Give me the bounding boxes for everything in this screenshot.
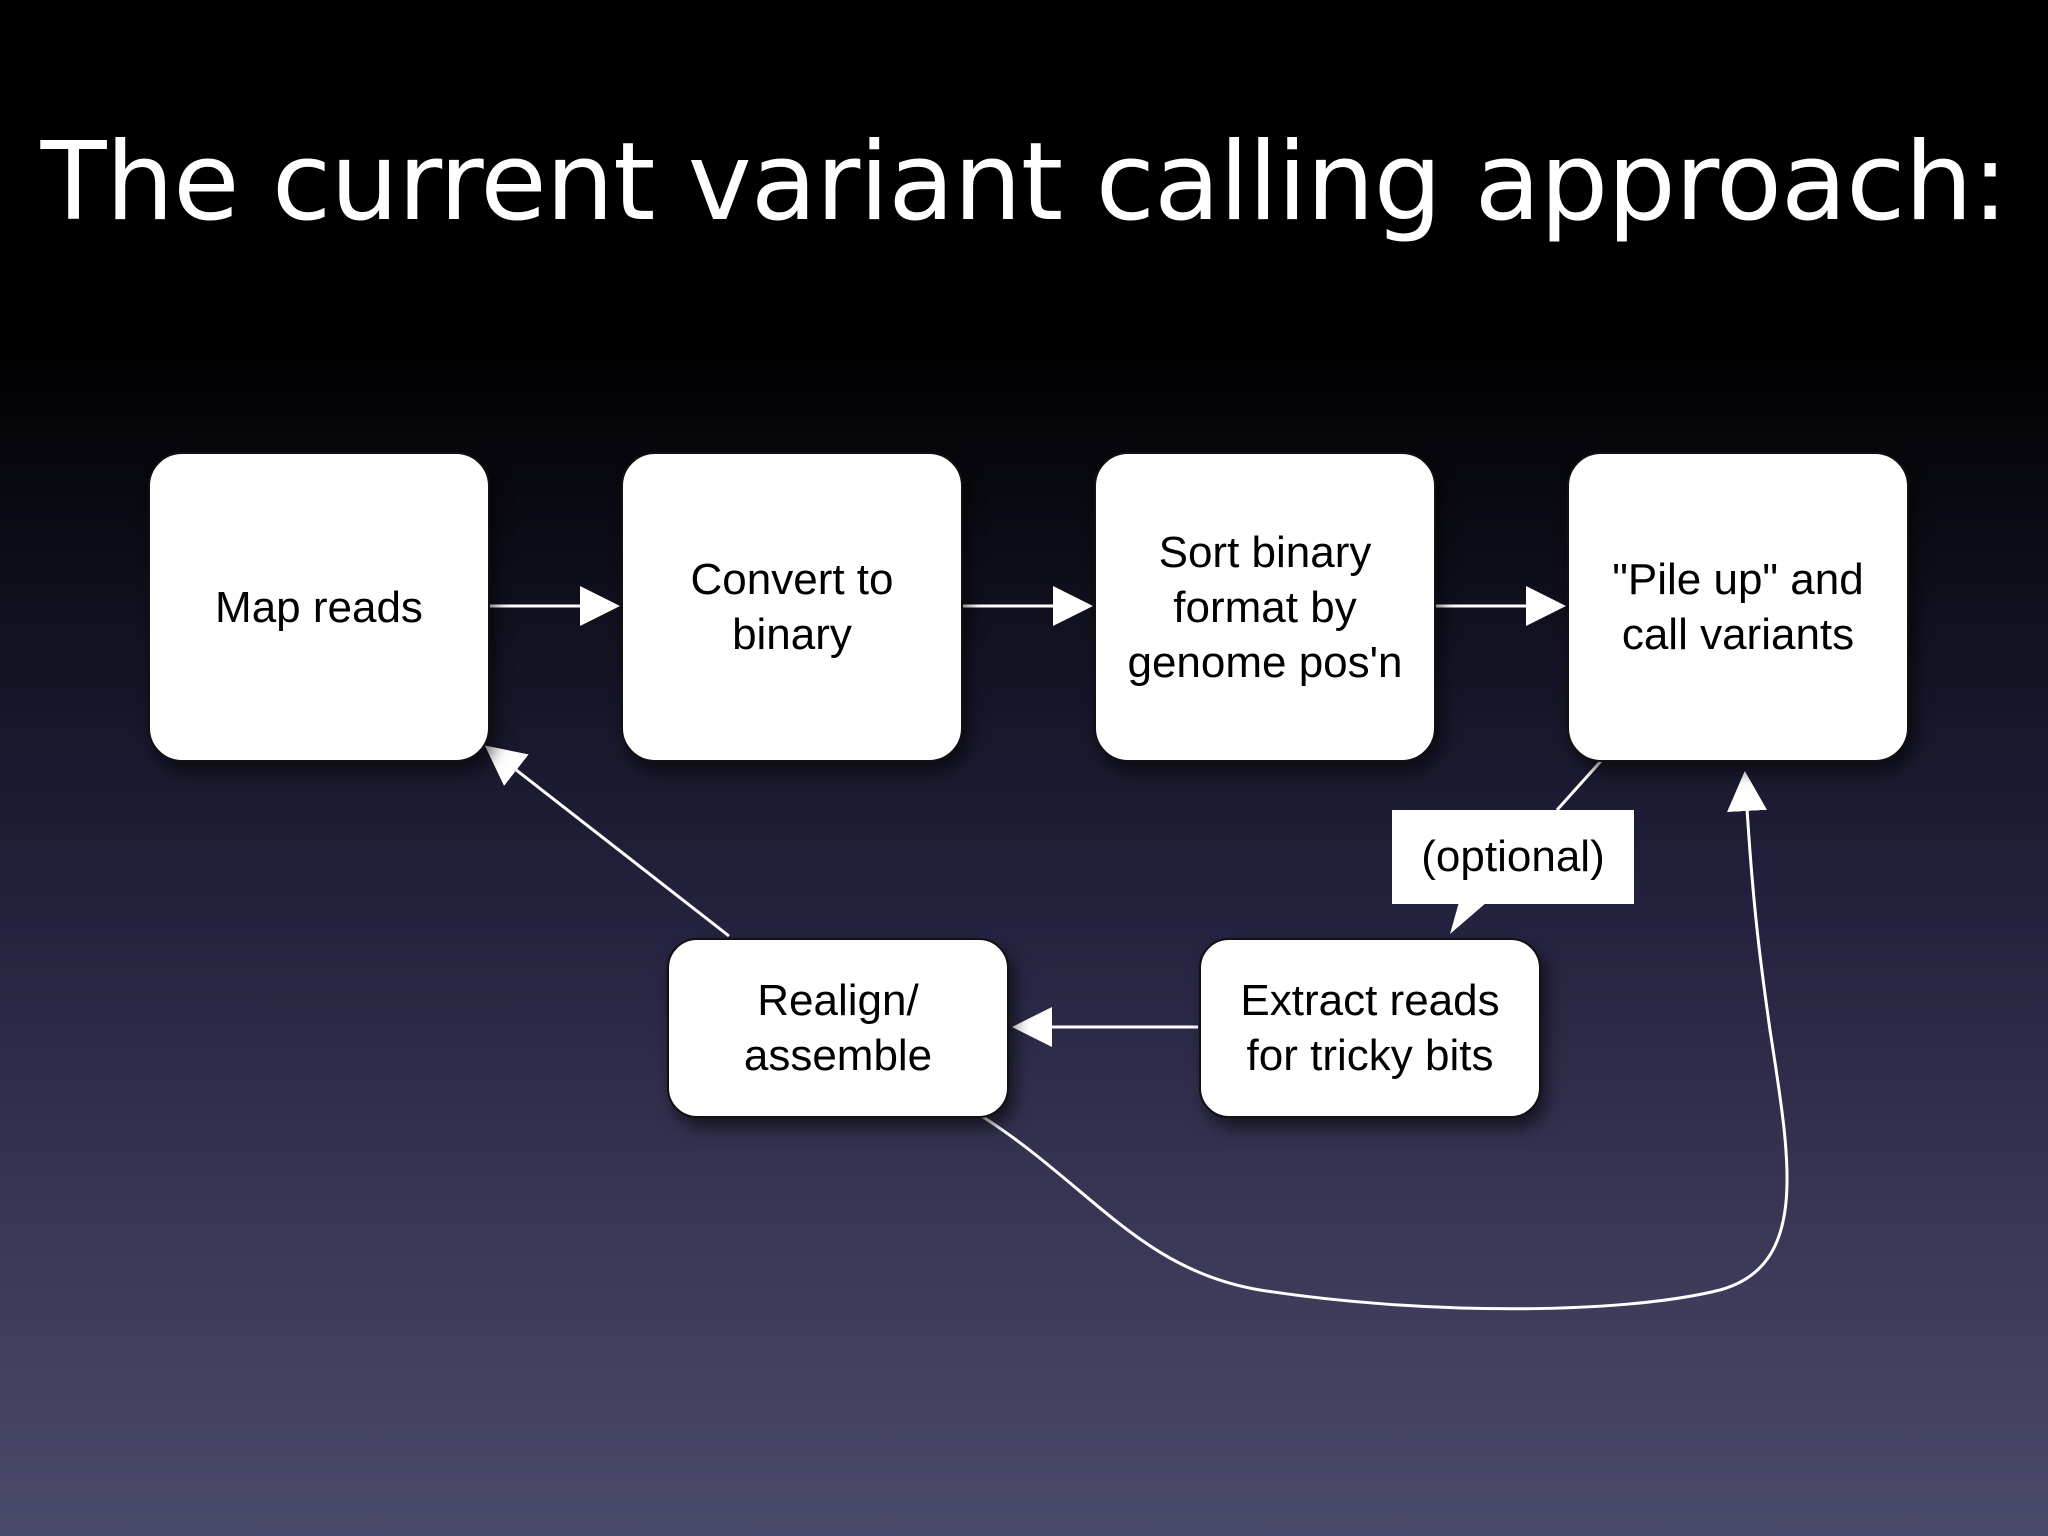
slide-title: The current variant calling approach: (40, 120, 2009, 245)
optional-callout: (optional) (1392, 810, 1634, 904)
arrow-realign-to-map (484, 745, 730, 938)
node-convert-to-binary: Convert to binary (621, 452, 963, 762)
pileup-to-callout-line (1555, 759, 1603, 812)
arrow-realign-to-pileup (979, 771, 1789, 1311)
node-extract-reads: Extract reads for tricky bits (1199, 938, 1541, 1118)
node-realign: Realign/ assemble (667, 938, 1009, 1118)
node-pile-up: "Pile up" and call variants (1567, 452, 1909, 762)
callout-pointer (1450, 902, 1487, 934)
node-map-reads: Map reads (148, 452, 490, 762)
node-sort-binary: Sort binary format by genome pos'n (1094, 452, 1436, 762)
